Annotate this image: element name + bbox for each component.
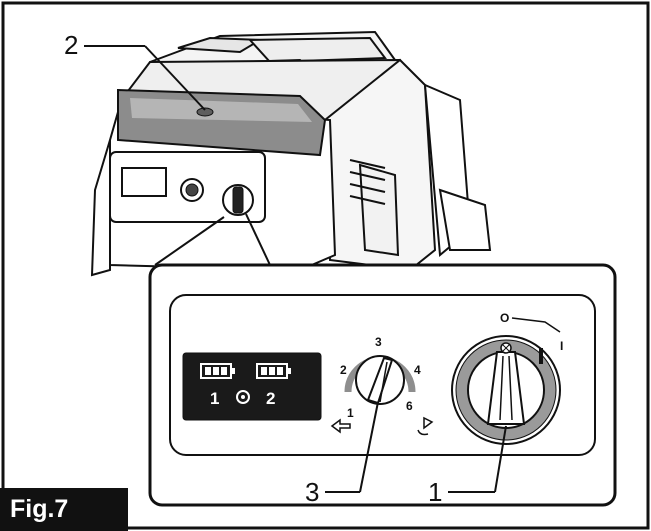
power-on-bar xyxy=(539,348,543,364)
light-lens-highlight xyxy=(130,98,312,122)
suction-mark: 3 xyxy=(375,335,382,349)
suction-mark: 6 xyxy=(406,399,413,413)
body-control-panel xyxy=(109,151,266,223)
zoom-line xyxy=(154,216,225,266)
suction-mark: 2 xyxy=(340,363,347,377)
battery-icon xyxy=(200,363,235,379)
battery-slot-2-label: 2 xyxy=(266,389,275,408)
suction-power-dial[interactable] xyxy=(344,355,416,405)
callout-number: 3 xyxy=(305,477,319,507)
callout-leader xyxy=(359,401,379,493)
suction-mark: 1 xyxy=(347,406,354,420)
light-lens-dot xyxy=(196,107,214,117)
callout-number: 2 xyxy=(64,30,78,60)
power-dial-pointer xyxy=(508,355,513,421)
power-mark-on: I xyxy=(560,339,563,353)
battery-slot-1-label: 1 xyxy=(210,389,219,408)
zoom-line xyxy=(245,213,271,266)
battery-display: 1 2 xyxy=(182,352,322,421)
callout-leader xyxy=(494,425,507,493)
figure-label: Fig.7 xyxy=(0,488,128,531)
callout-number: 1 xyxy=(428,477,442,507)
auto-icon xyxy=(500,342,512,354)
arrow-right-icon xyxy=(417,416,434,436)
power-arc-marker xyxy=(511,317,561,333)
suction-mark: 4 xyxy=(414,363,421,377)
sync-icon xyxy=(236,390,250,404)
power-dial-knob xyxy=(486,351,526,425)
battery-icon xyxy=(256,363,291,379)
power-switch-dial[interactable] xyxy=(451,335,561,445)
callout-leader xyxy=(144,45,206,111)
dial-knob-pointer xyxy=(379,361,388,403)
power-dial-pointer xyxy=(499,355,504,421)
arrow-left-icon xyxy=(330,418,351,434)
power-mark-off: O xyxy=(500,311,509,325)
